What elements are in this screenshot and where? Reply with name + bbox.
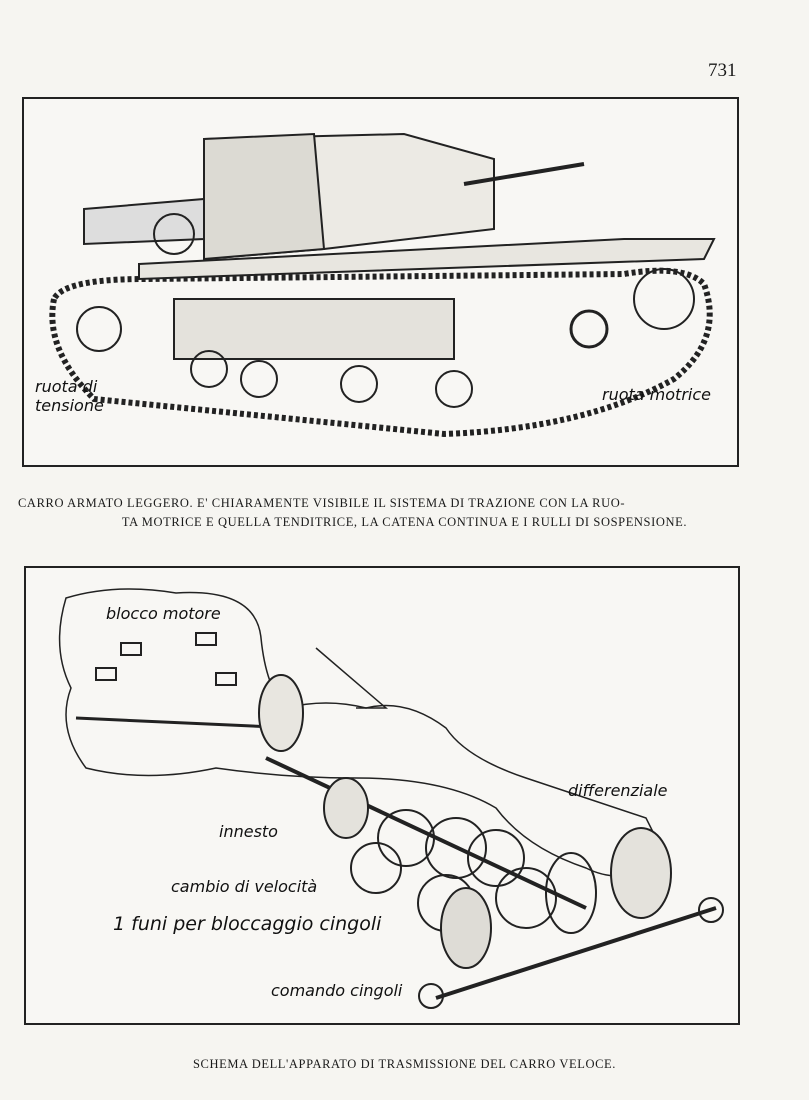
label-track-lock: 1 funi per bloccaggio cingoli xyxy=(113,913,382,935)
figure1-caption-line1: CARRO ARMATO LEGGERO. E' CHIARAMENTE VIS… xyxy=(18,496,626,510)
tank-drawing xyxy=(49,132,716,438)
label-engine-block: blocco motore xyxy=(106,604,221,623)
label-tension-wheel-2: tensione xyxy=(35,396,104,415)
label-track-control: comando cingoli xyxy=(271,981,403,1000)
transmission-drawing xyxy=(58,588,724,1009)
tank-illustration: ruota di tensione ruota motrice xyxy=(22,97,739,467)
figure1-caption-line2: TA MOTRICE E QUELLA TENDITRICE, LA CATEN… xyxy=(121,515,688,529)
figure2-caption: SCHEMA DELL'APPARATO DI TRASMISSIONE DEL… xyxy=(192,1057,616,1071)
label-clutch: innesto xyxy=(219,822,278,841)
label-gearbox: cambio di velocità xyxy=(171,877,318,896)
label-differential: differenziale xyxy=(568,781,668,800)
transmission-diagram: blocco motore differenziale innesto camb… xyxy=(24,566,740,1025)
label-drive-wheel: ruota motrice xyxy=(602,385,711,404)
label-tension-wheel-1: ruota di xyxy=(35,377,98,396)
page-number: 731 xyxy=(708,60,737,81)
